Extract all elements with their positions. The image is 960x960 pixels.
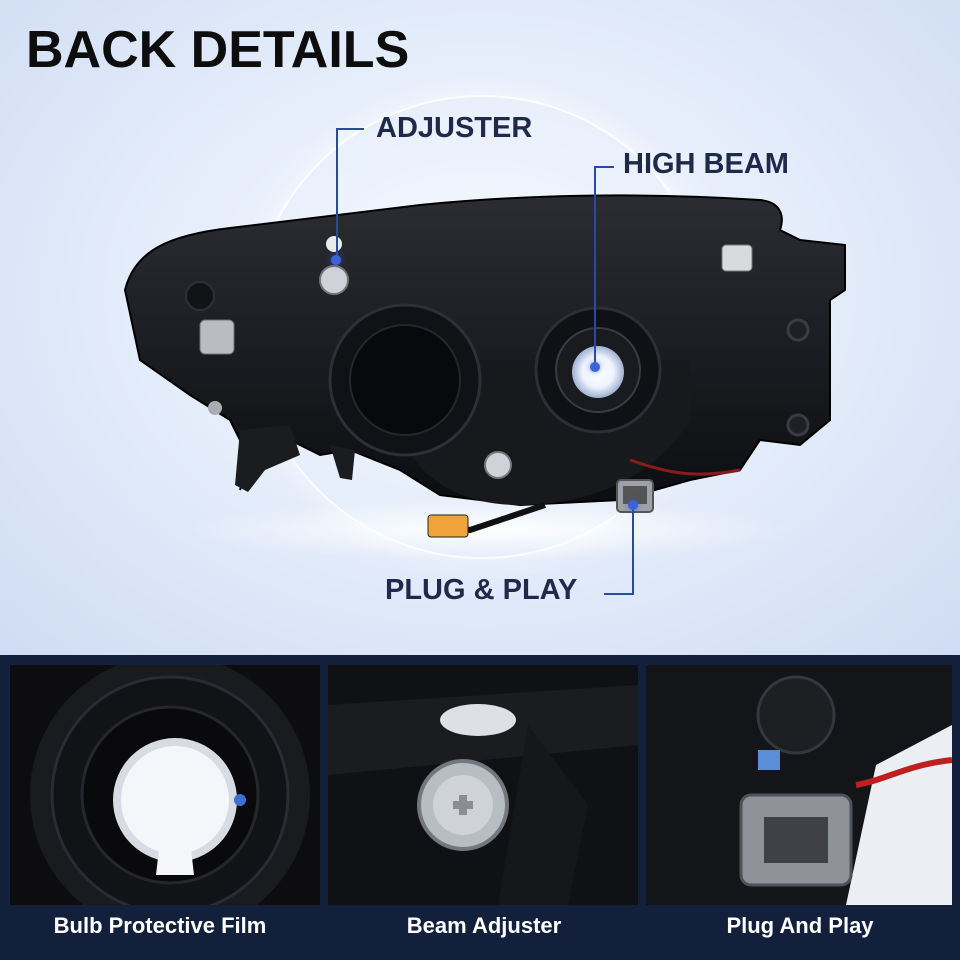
plug-play-image [646, 665, 952, 905]
bulb-film-photo [10, 665, 320, 905]
beam-adjuster-photo [328, 665, 638, 905]
adjuster-callout-tick [336, 128, 364, 130]
high-beam-callout-dot [590, 362, 600, 372]
floor-glow [180, 500, 800, 560]
plug-play-callout-line [632, 505, 634, 595]
adjuster-callout-label: ADJUSTER [376, 112, 533, 144]
high-beam-callout-label: HIGH BEAM [623, 148, 789, 180]
high-beam-callout-tick [594, 166, 614, 168]
high-beam-callout-line [594, 166, 596, 366]
hero-section: BACK DETAILS ADJUSTER HIGH BEAM PLUG & P… [0, 0, 960, 655]
plug-play-callout-tick [604, 593, 634, 595]
adjuster-callout-line [336, 128, 338, 260]
beam-adjuster-image [328, 665, 638, 905]
page-title: BACK DETAILS [26, 21, 410, 79]
plug-play-callout-label: PLUG & PLAY [385, 574, 578, 606]
detail-panels-band: Bulb Protective Film Beam Adjuster Plug … [0, 655, 960, 960]
plug-play-photo [646, 665, 952, 905]
plug-play-label: Plug And Play [726, 913, 874, 938]
headlight-rear-image [123, 194, 846, 538]
beam-adjuster-label: Beam Adjuster [406, 913, 562, 938]
bulb-film-label: Bulb Protective Film [53, 913, 267, 938]
bulb-film-image [10, 665, 320, 905]
adjuster-callout-dot [331, 255, 341, 265]
plug-play-callout-dot [628, 500, 638, 510]
